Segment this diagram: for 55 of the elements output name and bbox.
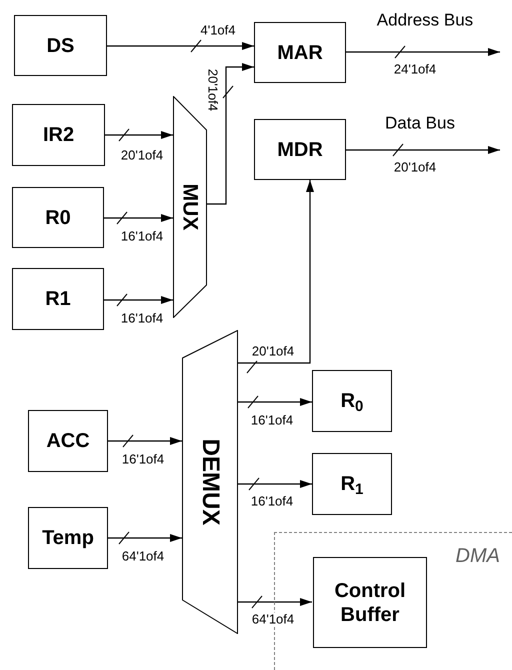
register-box <box>254 119 346 180</box>
node-label: Control Buffer <box>333 578 407 626</box>
bus-name: Data Bus <box>385 114 455 132</box>
bus-arrow <box>108 437 182 445</box>
node-label: MAR <box>277 40 323 64</box>
edge-label: 16'1of4 <box>120 312 164 324</box>
bus-arrow <box>238 398 312 406</box>
edge-label: 20'1of4 <box>206 68 220 112</box>
edge-label: 20'1of4 <box>120 148 164 162</box>
bus-arrow <box>107 42 254 50</box>
node-label: Temp <box>42 526 94 550</box>
node-label: ACC <box>46 429 90 453</box>
register-box <box>12 104 105 166</box>
bus-arrow <box>105 131 173 139</box>
bus-arrow <box>238 480 312 488</box>
register-box <box>312 453 392 515</box>
bus-arrow <box>238 598 312 606</box>
edge-label: 64'1of4 <box>120 550 166 562</box>
region-label: DMA <box>456 546 500 566</box>
register-box <box>28 507 108 569</box>
edge-label: 20'1of4 <box>250 344 296 358</box>
node-label: R$_{1}$ <box>340 472 364 496</box>
register-box <box>313 557 427 648</box>
edge-label: 16'1of4 <box>120 452 166 466</box>
edge-label: 16'1of4 <box>120 230 164 242</box>
bus-arrow <box>238 180 314 364</box>
node-label: MUX <box>180 184 200 230</box>
edge-label: 16'1of4 <box>250 494 294 508</box>
node-label: DS <box>46 34 74 58</box>
register-box <box>312 370 392 432</box>
bus-arrow <box>207 63 254 205</box>
node-label: R0 <box>45 206 71 230</box>
edge-label: 4'1of4 <box>200 24 236 36</box>
edge-label: 64'1of4 <box>250 612 296 626</box>
bus-arrow <box>108 534 182 542</box>
multiplexer-shape <box>173 96 207 318</box>
demultiplexer-shape <box>182 330 238 634</box>
node-label: IR2 <box>42 123 74 147</box>
register-box <box>12 268 104 330</box>
edge-label: 16'1of4 <box>250 414 294 426</box>
node-label: MDR <box>277 138 323 162</box>
bus-arrow <box>104 214 173 222</box>
edge-label: 20'1of4 <box>392 160 438 174</box>
node-label: DEMUX <box>198 438 222 526</box>
register-box <box>254 22 346 83</box>
register-box <box>14 15 107 76</box>
node-label: R$_{0}$ <box>340 389 364 413</box>
bus-arrow <box>104 296 173 304</box>
bus-arrow <box>346 48 500 56</box>
edge-label: 24'1of4 <box>392 62 438 76</box>
node-label: R1 <box>45 287 71 311</box>
register-box <box>12 187 104 248</box>
bus-name: Address Bus <box>376 12 474 28</box>
register-box <box>28 410 108 472</box>
bus-arrow <box>346 146 500 154</box>
